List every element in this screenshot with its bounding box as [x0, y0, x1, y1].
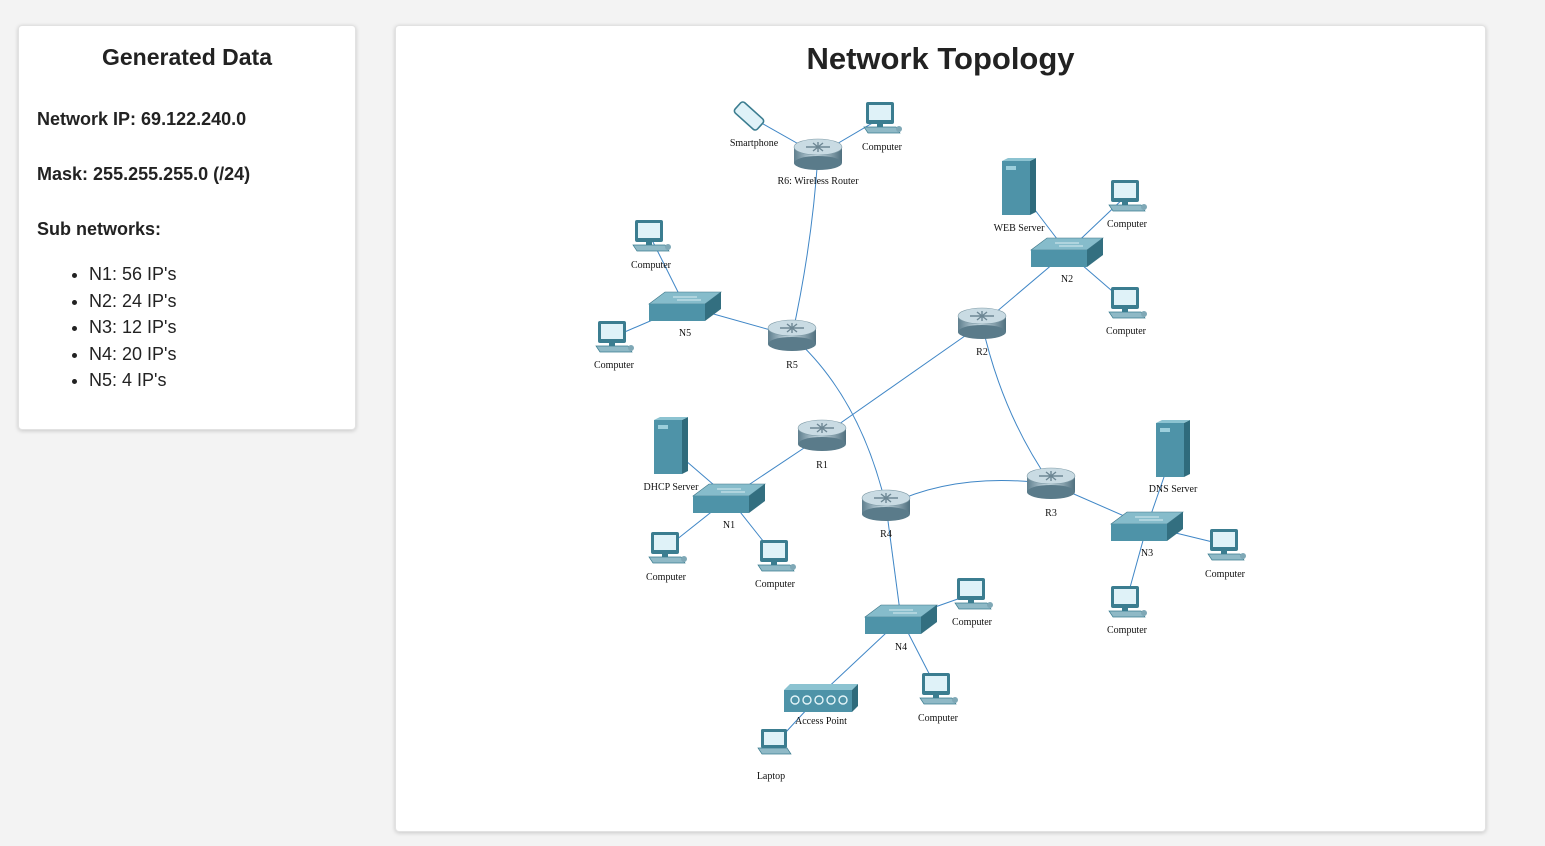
subnetwork-item: N2: 24 IP's: [89, 288, 337, 315]
r1-label: R1: [816, 460, 828, 471]
generated-data-title: Generated Data: [101, 44, 272, 70]
r6-label: R6: Wireless Router: [777, 176, 859, 187]
pc-n2b-label: Computer: [1106, 326, 1147, 337]
r1-router-icon[interactable]: [797, 419, 847, 451]
mask-label: Mask:: [37, 164, 89, 184]
r5-router-icon[interactable]: [767, 319, 817, 351]
subnetwork-item: N5: 4 IP's: [89, 367, 337, 394]
access-point-label: Access Point: [795, 716, 847, 727]
subnetwork-item: N1: 56 IP's: [89, 261, 337, 288]
r4-label: R4: [880, 529, 892, 540]
pc-n1b-computer-icon[interactable]: [757, 540, 796, 572]
mask-value: 255.255.255.0 (/24): [93, 164, 251, 184]
web-server-server-icon[interactable]: [1002, 158, 1036, 215]
subnetworks-list: N1: 56 IP's N2: 24 IP's N3: 12 IP's N4: …: [37, 261, 337, 394]
network-topology-title: Network Topology: [806, 41, 1075, 76]
network-ip-value: 69.122.240.0: [141, 109, 247, 129]
r5-label: R5: [786, 360, 798, 371]
pc-n3a-label: Computer: [1205, 569, 1246, 580]
n5-switch-icon[interactable]: [648, 291, 722, 321]
pc-n4b-computer-icon[interactable]: [919, 673, 958, 705]
network-ip-label: Network IP:: [37, 109, 137, 129]
dns-server-server-icon[interactable]: [1156, 420, 1190, 477]
smartphone-smartphone-icon[interactable]: [733, 101, 765, 131]
smartphone-label: Smartphone: [730, 138, 779, 149]
pc-n1a-label: Computer: [646, 572, 687, 583]
pc-n5b-label: Computer: [594, 360, 635, 371]
link-r6-r5: [791, 154, 819, 337]
pc-n3a-computer-icon[interactable]: [1207, 529, 1246, 561]
laptop-laptop-icon[interactable]: [757, 729, 792, 755]
link-r4-r3: [885, 479, 1052, 507]
web-server-label: WEB Server: [994, 223, 1045, 234]
n1-label: N1: [723, 520, 735, 531]
pc-n4a-label: Computer: [952, 617, 993, 628]
link-r4-n4: [885, 505, 902, 620]
n1-switch-icon[interactable]: [692, 483, 766, 513]
pc-r6-computer-icon[interactable]: [863, 102, 902, 134]
r4-router-icon[interactable]: [861, 489, 911, 521]
pc-n5b-computer-icon[interactable]: [595, 321, 634, 353]
pc-r6-label: Computer: [862, 142, 903, 153]
pc-n1a-computer-icon[interactable]: [648, 532, 687, 564]
n5-label: N5: [679, 328, 691, 339]
subnetworks-heading: Sub networks:: [37, 219, 162, 239]
subnetwork-item: N3: 12 IP's: [89, 314, 337, 341]
n3-label: N3: [1141, 548, 1153, 559]
pc-n5a-label: Computer: [631, 260, 672, 271]
r6-router-icon[interactable]: [793, 138, 843, 170]
n3-switch-icon[interactable]: [1110, 511, 1184, 541]
r2-router-icon[interactable]: [957, 307, 1007, 339]
laptop-label: Laptop: [757, 771, 785, 782]
dhcp-server-label: DHCP Server: [644, 482, 700, 493]
subnetwork-item: N4: 20 IP's: [89, 341, 337, 368]
n2-label: N2: [1061, 274, 1073, 285]
link-r2-r3: [981, 323, 1052, 485]
r2-label: R2: [976, 347, 988, 358]
n2-switch-icon[interactable]: [1030, 237, 1104, 267]
pc-n5a-computer-icon[interactable]: [632, 220, 671, 252]
n4-switch-icon[interactable]: [864, 604, 938, 634]
pc-n3b-computer-icon[interactable]: [1108, 586, 1147, 618]
link-r5-r4: [791, 335, 887, 507]
n4-label: N4: [895, 642, 907, 653]
pc-n4b-label: Computer: [918, 713, 959, 724]
network-ip-row: Network IP: 69.122.240.0: [37, 109, 337, 130]
pc-n1b-label: Computer: [755, 579, 796, 590]
r3-label: R3: [1045, 508, 1057, 519]
mask-row: Mask: 255.255.255.0 (/24): [37, 164, 337, 185]
dhcp-server-server-icon[interactable]: [654, 417, 688, 474]
pc-n3b-label: Computer: [1107, 625, 1148, 636]
link-r1-r2: [821, 323, 983, 437]
pc-n2a-label: Computer: [1107, 219, 1148, 230]
pc-n4a-computer-icon[interactable]: [954, 578, 993, 610]
access-point-accesspoint-icon[interactable]: [784, 684, 858, 712]
dns-server-label: DNS Server: [1149, 484, 1198, 495]
generated-data-panel: Generated Data Network IP: 69.122.240.0 …: [18, 25, 356, 430]
r3-router-icon[interactable]: [1026, 467, 1076, 499]
pc-n2b-computer-icon[interactable]: [1108, 287, 1147, 319]
pc-n2a-computer-icon[interactable]: [1108, 180, 1147, 212]
